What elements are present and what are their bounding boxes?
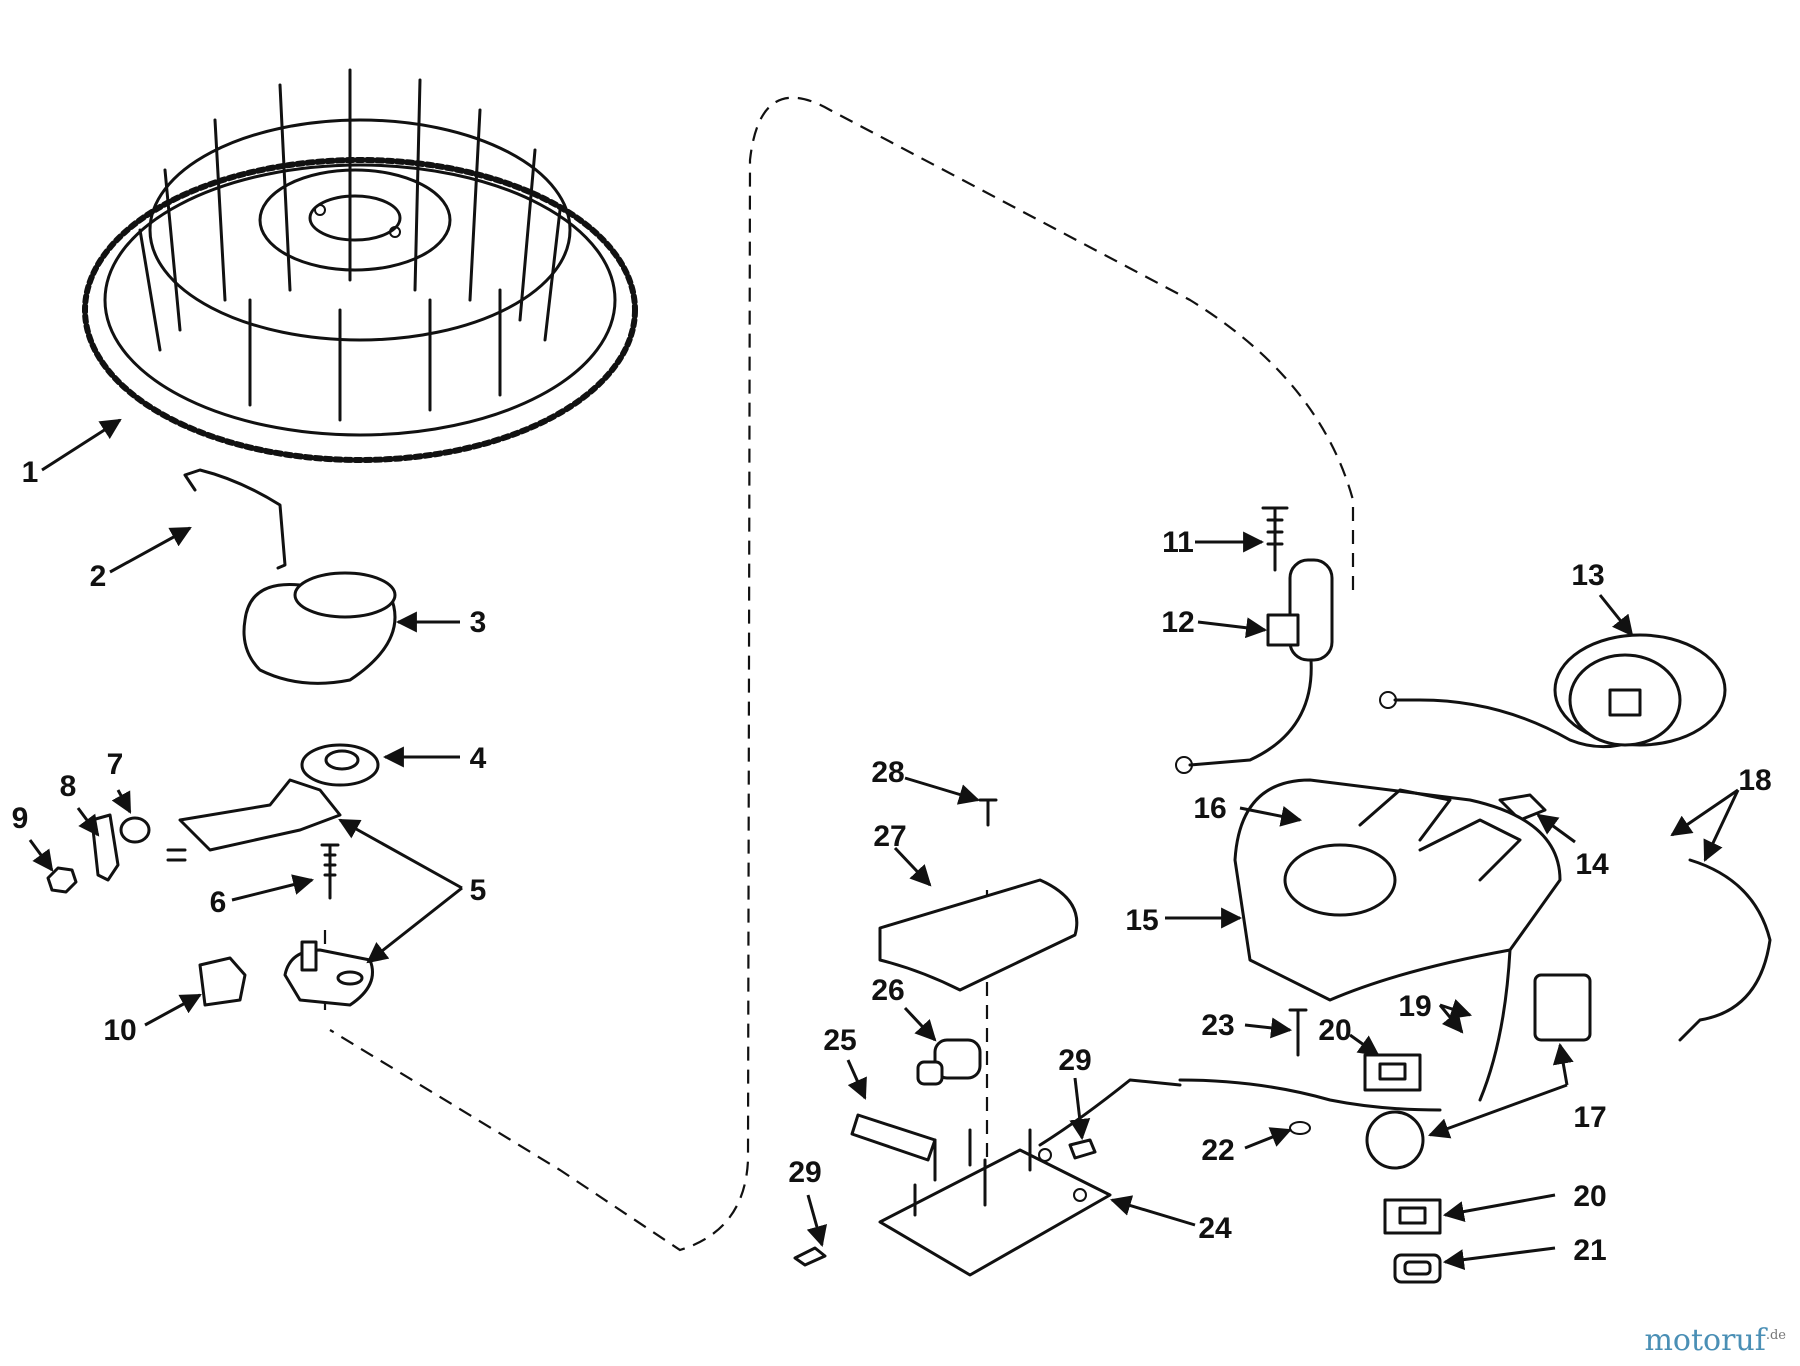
rectifier-part [1365, 973, 1592, 1170]
wire-29b-part [1038, 1078, 1182, 1147]
watermark-logo: motoruf.de [1644, 1323, 1786, 1358]
terminal-block-part [878, 1128, 1112, 1277]
callout-29a: 29 [788, 1156, 821, 1189]
condenser-part [1175, 558, 1334, 774]
assembly-dashed-outline [329, 96, 1355, 1252]
terminal-29a-part [793, 1246, 827, 1267]
callout-18: 18 [1738, 764, 1771, 797]
callout-22: 22 [1201, 1134, 1234, 1167]
callout-labels: 1 2 3 4 5 6 7 8 9 10 11 12 13 14 15 16 1… [12, 456, 1772, 1267]
leader-lines [28, 418, 1740, 1271]
washer-22-part [1289, 1121, 1311, 1135]
callout-4: 4 [470, 742, 487, 775]
callout-6: 6 [210, 886, 227, 919]
callout-5: 5 [470, 874, 487, 907]
bolt-11-part [1261, 506, 1289, 572]
cover-27-part [878, 878, 1079, 992]
callout-8: 8 [60, 770, 77, 803]
flywheel-part [82, 68, 638, 463]
callout-19: 19 [1398, 990, 1431, 1023]
breaker-base-part [283, 940, 374, 1007]
nut-9-part [46, 866, 78, 894]
screw-23-part [1288, 1008, 1308, 1057]
callout-1: 1 [22, 456, 39, 489]
stator-plate-part [1233, 778, 1562, 1002]
breaker-point-part [166, 743, 380, 862]
screw-28-part [978, 798, 998, 827]
plug-26-part [916, 1038, 982, 1086]
fuse-part [850, 1113, 937, 1162]
callout-15: 15 [1125, 904, 1158, 937]
gasket-20b-part [1383, 1198, 1442, 1235]
callout-23: 23 [1201, 1009, 1234, 1042]
plate-8-part [90, 813, 120, 882]
gasket-21-part [1393, 1253, 1442, 1284]
watermark-main: motoruf [1644, 1323, 1766, 1358]
gasket-20a-part [1363, 1053, 1422, 1092]
callout-12: 12 [1161, 606, 1194, 639]
callout-20b: 20 [1573, 1180, 1606, 1213]
callout-2: 2 [90, 560, 107, 593]
callout-13: 13 [1571, 559, 1604, 592]
callout-20a: 20 [1318, 1014, 1351, 1047]
callout-11: 11 [1162, 526, 1194, 559]
wire-harness-part [1178, 948, 1512, 1112]
callout-25: 25 [823, 1024, 856, 1057]
callout-29b: 29 [1058, 1044, 1091, 1077]
callout-28: 28 [871, 756, 904, 789]
callout-24: 24 [1198, 1212, 1232, 1245]
lead-wire-part [1678, 858, 1772, 1042]
callout-9: 9 [12, 802, 29, 835]
callout-26: 26 [871, 974, 904, 1007]
callout-10: 10 [103, 1014, 136, 1047]
washer-7-part [119, 816, 151, 844]
callout-3: 3 [470, 606, 487, 639]
callout-27: 27 [873, 820, 906, 853]
screw-6-part [320, 843, 340, 900]
callout-21: 21 [1573, 1234, 1606, 1267]
callout-7: 7 [107, 748, 124, 781]
callout-14: 14 [1575, 848, 1609, 881]
cam-cover-part [242, 571, 397, 685]
ignition-coil-part [1379, 633, 1727, 749]
spring-clip-part [183, 468, 287, 570]
callout-17: 17 [1573, 1101, 1606, 1134]
terminal-29b-part [1068, 1138, 1097, 1160]
callout-16: 16 [1193, 792, 1226, 825]
watermark-suffix: .de [1765, 1328, 1786, 1343]
felt-block-part [198, 956, 247, 1007]
